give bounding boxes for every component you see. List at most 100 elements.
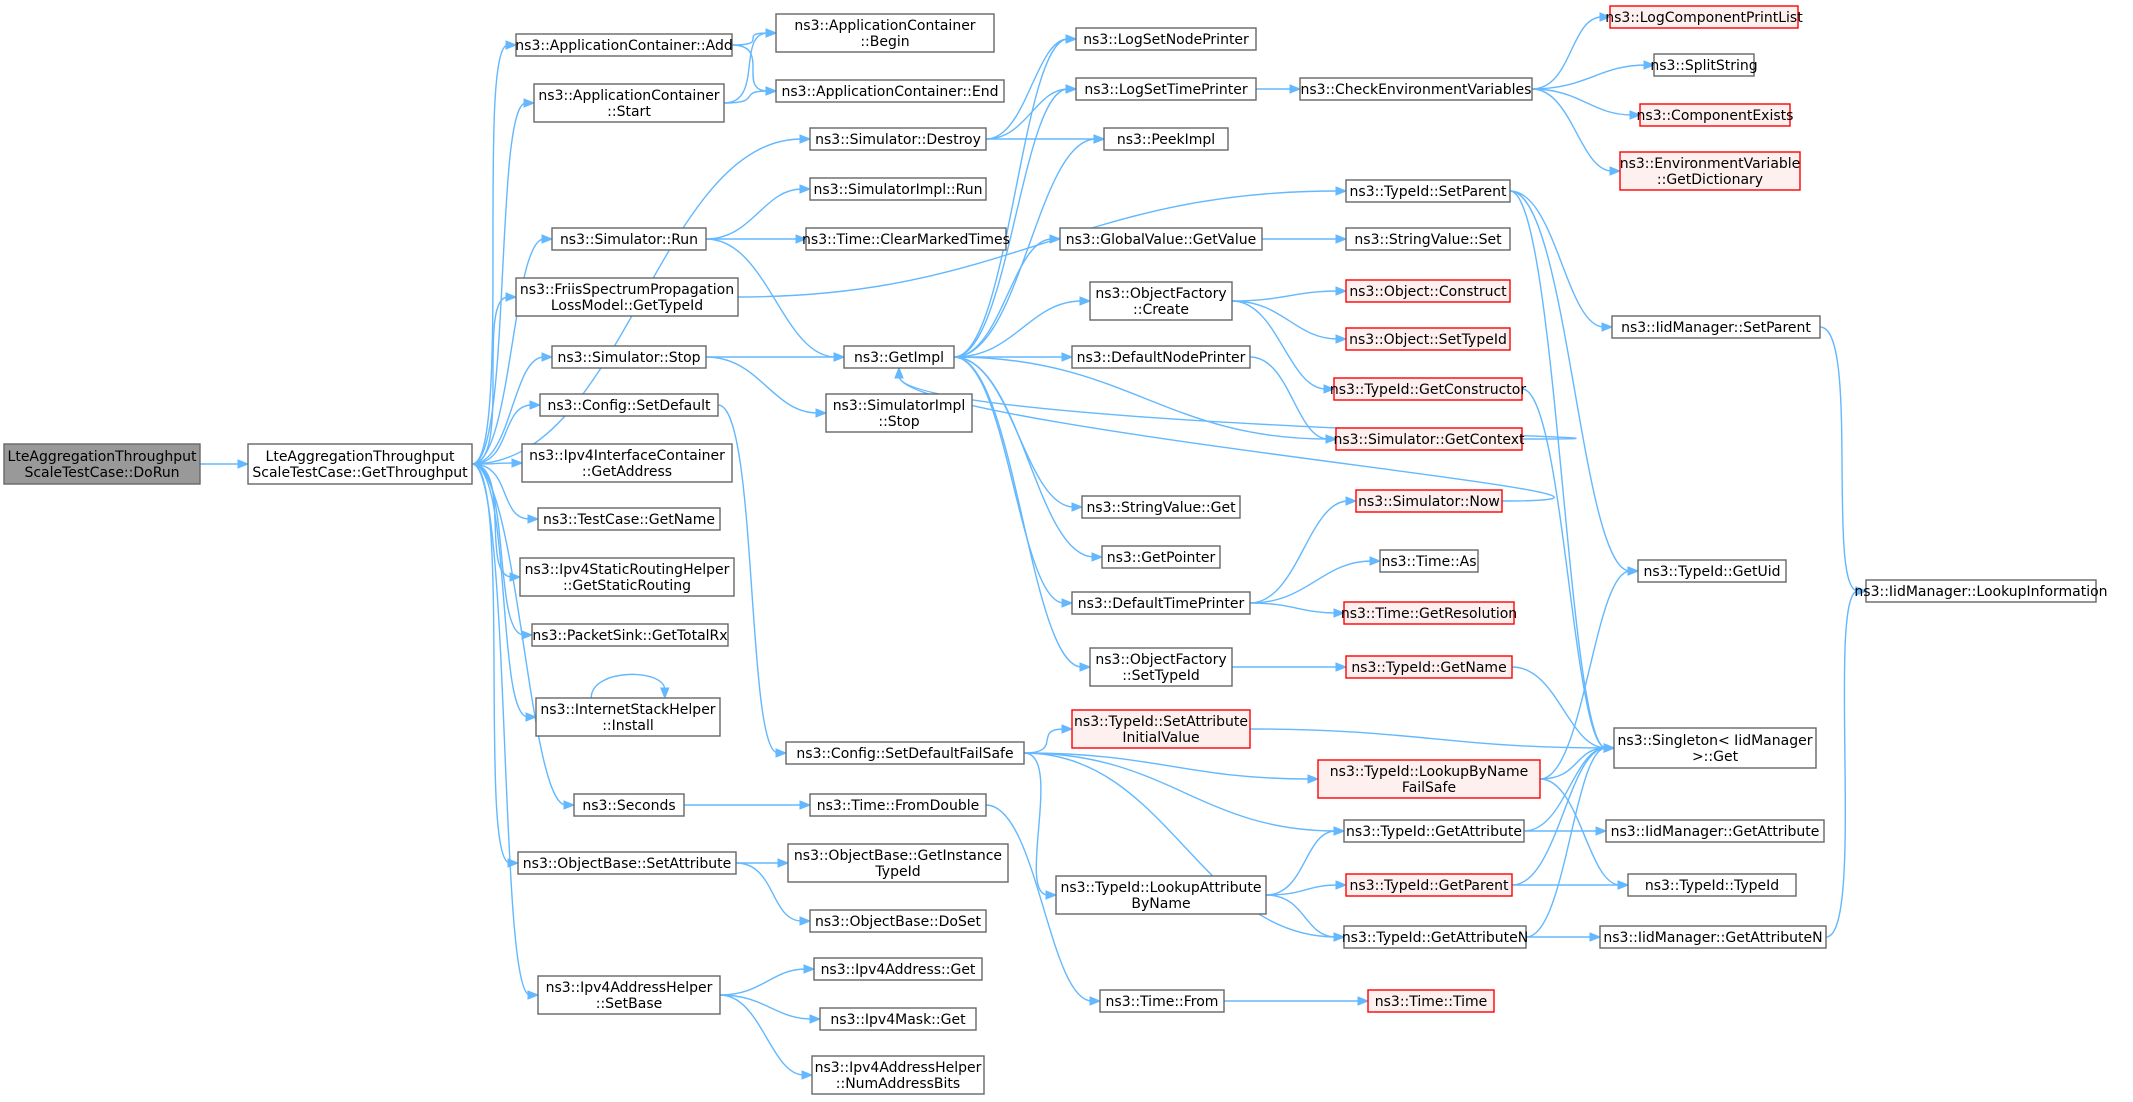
node-appAdd[interactable]: ns3::ApplicationContainer::Add bbox=[515, 33, 733, 57]
call-edge bbox=[953, 356, 1104, 562]
call-edge bbox=[1231, 300, 1336, 394]
edge-line bbox=[719, 994, 805, 1076]
node-logNode[interactable]: ns3::LogSetNodePrinter bbox=[1075, 27, 1257, 51]
node-getPointer[interactable]: ns3::GetPointer bbox=[1101, 545, 1221, 569]
call-edge bbox=[736, 858, 790, 868]
node-envGetDict[interactable]: ns3::EnvironmentVariable::GetDictionary bbox=[1619, 151, 1801, 191]
node-iidGetAttr[interactable]: ns3::IidManager::GetAttribute bbox=[1605, 819, 1825, 843]
node-objSetTid[interactable]: ns3::Object::SetTypeId bbox=[1345, 327, 1511, 351]
call-edge bbox=[1539, 566, 1640, 780]
node-getThroughput[interactable]: LteAggregationThroughputScaleTestCase::G… bbox=[247, 443, 473, 485]
node-appBegin[interactable]: ns3::ApplicationContainer::Begin bbox=[775, 13, 995, 53]
node-label: ::Start bbox=[607, 104, 651, 120]
call-edge bbox=[1249, 496, 1358, 604]
node-timeAs[interactable]: ns3::Time::As bbox=[1379, 549, 1479, 573]
node-logTime[interactable]: ns3::LogSetTimePrinter bbox=[1075, 77, 1257, 101]
node-appEnd[interactable]: ns3::ApplicationContainer::End bbox=[775, 79, 1005, 103]
node-iidSetParent[interactable]: ns3::IidManager::SetParent bbox=[1611, 315, 1821, 339]
node-inetInstall[interactable]: ns3::InternetStackHelper::Install bbox=[535, 697, 721, 737]
node-simGetCtx[interactable]: ns3::Simulator::GetContext bbox=[1333, 427, 1525, 451]
node-defNodePrinter[interactable]: ns3::DefaultNodePrinter bbox=[1071, 345, 1251, 369]
node-tidSetParent[interactable]: ns3::TypeId::SetParent bbox=[1345, 179, 1511, 203]
node-box bbox=[1299, 77, 1533, 101]
node-simImplStop[interactable]: ns3::SimulatorImpl::Stop bbox=[825, 393, 973, 433]
node-defTimePrinter[interactable]: ns3::DefaultTimePrinter bbox=[1071, 591, 1251, 615]
node-simStop[interactable]: ns3::Simulator::Stop bbox=[551, 345, 707, 369]
node-label: ns3::TypeId::GetUid bbox=[1643, 564, 1780, 580]
node-ipv4AddrGet[interactable]: ns3::Ipv4Address::Get bbox=[813, 957, 983, 981]
edge-line bbox=[731, 44, 769, 92]
call-edge bbox=[1509, 190, 1640, 576]
node-objConstruct[interactable]: ns3::Object::Construct bbox=[1345, 279, 1511, 303]
node-label: ByName bbox=[1131, 896, 1190, 912]
node-ipv4SetBase[interactable]: ns3::Ipv4AddressHelper::SetBase bbox=[537, 975, 721, 1015]
node-checkEnv[interactable]: ns3::CheckEnvironmentVariables bbox=[1299, 77, 1533, 101]
node-simDestroy[interactable]: ns3::Simulator::Destroy bbox=[809, 127, 987, 151]
node-cfgSetDefaultFS[interactable]: ns3::Config::SetDefaultFailSafe bbox=[785, 741, 1025, 765]
node-ipv4NumBits[interactable]: ns3::Ipv4AddressHelper::NumAddressBits bbox=[811, 1055, 985, 1095]
node-ipv4Static[interactable]: ns3::Ipv4StaticRoutingHelper::GetStaticR… bbox=[519, 557, 735, 597]
node-logCompList[interactable]: ns3::LogComponentPrintList bbox=[1605, 5, 1803, 29]
node-timeFrom[interactable]: ns3::Time::From bbox=[1099, 989, 1225, 1013]
node-seconds[interactable]: ns3::Seconds bbox=[573, 793, 685, 817]
node-iidLookupInfo[interactable]: ns3::IidManager::LookupInformation bbox=[1854, 579, 2108, 603]
node-testGetName[interactable]: ns3::TestCase::GetName bbox=[537, 507, 721, 531]
call-edge bbox=[737, 186, 1348, 298]
node-ipv4MaskGet[interactable]: ns3::Ipv4Mask::Get bbox=[819, 1007, 977, 1031]
node-timeGetRes[interactable]: ns3::Time::GetResolution bbox=[1341, 601, 1517, 625]
node-simImplRun[interactable]: ns3::SimulatorImpl::Run bbox=[809, 177, 987, 201]
node-peekImpl[interactable]: ns3::PeekImpl bbox=[1103, 127, 1229, 151]
node-strValSet[interactable]: ns3::StringValue::Set bbox=[1345, 227, 1511, 251]
node-label: ns3::CheckEnvironmentVariables bbox=[1301, 82, 1532, 98]
node-packetSink[interactable]: ns3::PacketSink::GetTotalRx bbox=[531, 623, 729, 647]
node-friis[interactable]: ns3::FriisSpectrumPropagationLossModel::… bbox=[515, 277, 739, 317]
node-label: ns3::TypeId::GetParent bbox=[1350, 878, 1509, 894]
node-splitString[interactable]: ns3::SplitString bbox=[1650, 53, 1758, 77]
node-label: ns3::StringValue::Set bbox=[1354, 232, 1502, 248]
node-objSetAttr[interactable]: ns3::ObjectBase::SetAttribute bbox=[517, 851, 737, 875]
edge-line bbox=[953, 356, 1329, 440]
edge-line bbox=[471, 238, 545, 465]
node-label: ns3::Ipv4Address::Get bbox=[821, 962, 976, 978]
node-singletonGet[interactable]: ns3::Singleton< IidManager >::Get bbox=[1613, 727, 1817, 769]
node-getImpl[interactable]: ns3::GetImpl bbox=[843, 345, 955, 369]
node-timeClear[interactable]: ns3::Time::ClearMarkedTimes bbox=[802, 227, 1010, 251]
node-tidGetAttrN[interactable]: ns3::TypeId::GetAttributeN bbox=[1342, 925, 1528, 949]
node-iidGetAttrN[interactable]: ns3::IidManager::GetAttributeN bbox=[1599, 925, 1827, 949]
node-compExists[interactable]: ns3::ComponentExists bbox=[1637, 103, 1794, 127]
node-objFactSetTid[interactable]: ns3::ObjectFactory::SetTypeId bbox=[1089, 647, 1233, 687]
node-tidTypeId[interactable]: ns3::TypeId::TypeId bbox=[1627, 873, 1797, 897]
node-tidGetAttr[interactable]: ns3::TypeId::GetAttribute bbox=[1343, 819, 1525, 843]
node-tidGetParent[interactable]: ns3::TypeId::GetParent bbox=[1345, 873, 1513, 897]
node-tidGetName[interactable]: ns3::TypeId::GetName bbox=[1345, 655, 1513, 679]
node-timeFromDouble[interactable]: ns3::Time::FromDouble bbox=[809, 793, 987, 817]
arrowhead-icon bbox=[563, 800, 576, 810]
node-timeTime[interactable]: ns3::Time::Time bbox=[1367, 989, 1495, 1013]
node-simNow[interactable]: ns3::Simulator::Now bbox=[1355, 489, 1503, 513]
call-edge bbox=[1531, 88, 1622, 176]
node-box bbox=[819, 1007, 977, 1031]
call-edge bbox=[1231, 286, 1348, 302]
node-simRun[interactable]: ns3::Simulator::Run bbox=[551, 227, 707, 251]
node-appStart[interactable]: ns3::ApplicationContainer::Start bbox=[533, 83, 725, 123]
node-objFactCreate[interactable]: ns3::ObjectFactory::Create bbox=[1089, 281, 1233, 321]
node-ipv4IfGetAddr[interactable]: ns3::Ipv4InterfaceContainer::GetAddress bbox=[521, 443, 733, 483]
node-label: ns3::TypeId::SetAttribute bbox=[1074, 714, 1248, 730]
node-cfgSetDefault[interactable]: ns3::Config::SetDefault bbox=[539, 393, 719, 417]
node-objDoSet[interactable]: ns3::ObjectBase::DoSet bbox=[809, 909, 987, 933]
node-gvGetValue[interactable]: ns3::GlobalValue::GetValue bbox=[1059, 227, 1263, 251]
node-strValGet[interactable]: ns3::StringValue::Get bbox=[1081, 495, 1241, 519]
node-tidGetCtor[interactable]: ns3::TypeId::GetConstructor bbox=[1330, 377, 1526, 401]
node-tidGetUid[interactable]: ns3::TypeId::GetUid bbox=[1637, 559, 1787, 583]
arrowhead-icon bbox=[237, 459, 250, 469]
call-edge bbox=[719, 964, 816, 996]
node-label: ::SetBase bbox=[596, 996, 663, 1012]
edge-line bbox=[953, 38, 1069, 358]
node-label: ns3::Ipv4AddressHelper bbox=[546, 980, 713, 996]
call-edge bbox=[706, 352, 846, 362]
